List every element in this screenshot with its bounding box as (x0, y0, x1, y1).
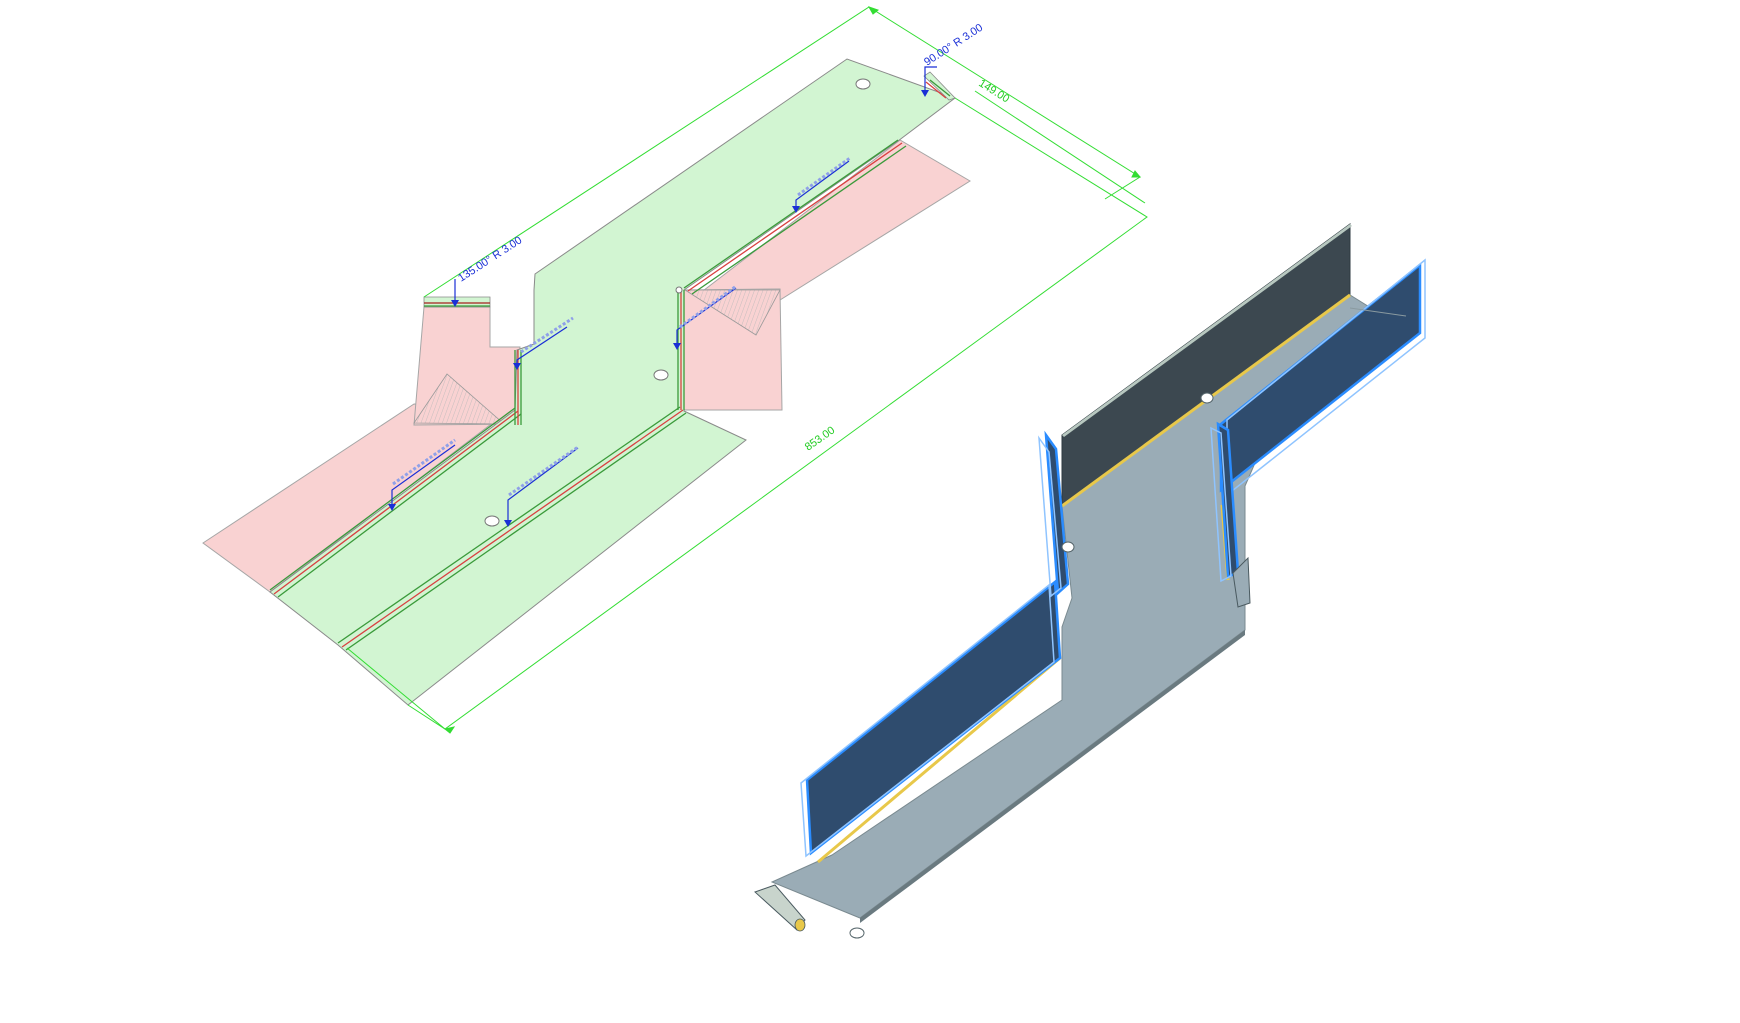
bend-leaders (391, 66, 937, 522)
selected-wall-vertical-right-outline (1210, 426, 1232, 583)
bend-note-marks-faint (392, 156, 851, 497)
hole-top (855, 78, 871, 90)
back-wall-top-edge (1062, 224, 1352, 437)
bend-lines (269, 79, 951, 651)
upper-right-inner-line (1349, 307, 1407, 317)
bend-note-top-right: 90.00° R 3.00 (922, 22, 985, 69)
formed-hole-bottom (849, 927, 865, 939)
formed-hole-middle (1061, 541, 1075, 553)
bend-leader-arrows (388, 90, 929, 527)
holes (484, 78, 871, 527)
hole-flange-right (675, 286, 683, 294)
formed-hole-top (1200, 392, 1214, 404)
selected-wall-lower-left[interactable] (805, 579, 1062, 856)
selected-wall-lower-left-outline (800, 583, 1055, 858)
dimension-lines (346, 6, 1148, 734)
hole-bottom (484, 515, 500, 527)
tab-bottom-left[interactable] (754, 884, 806, 931)
formed-holes (849, 392, 1214, 939)
bend-note-top-left: 135.00° R 3.00 (456, 234, 524, 284)
tab-bottom-left-edge (794, 918, 806, 932)
formed-part[interactable] (754, 223, 1426, 939)
formed-base-edge (860, 630, 1245, 923)
base-face[interactable] (269, 58, 957, 706)
hole-middle (653, 369, 669, 381)
dimension-overall-width: 149.00 (976, 77, 1011, 105)
selected-wall-vertical-left-outline (1038, 435, 1062, 598)
relief-hatch-left (413, 373, 506, 425)
dimension-overall-length: 853.00 (803, 424, 837, 453)
tab-right[interactable] (1232, 556, 1251, 608)
